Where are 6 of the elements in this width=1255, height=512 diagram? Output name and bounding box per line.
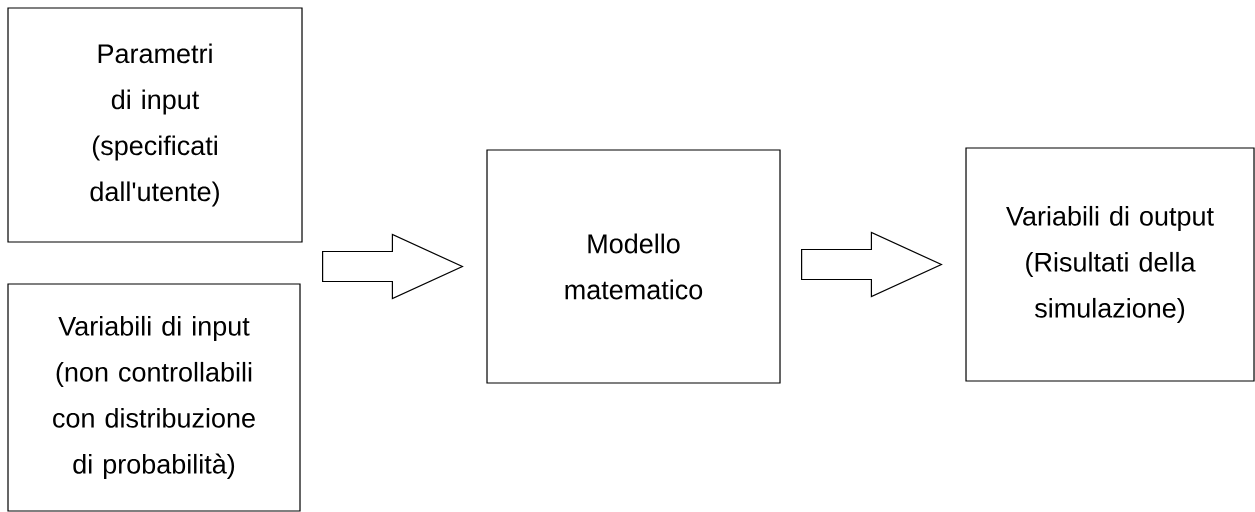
text-box: Variabili di output (Risultati della simulazione) xyxy=(965,147,1255,382)
block-arrow xyxy=(322,233,464,300)
text-box: Variabili di input (non controllabili con distribuzione di probabilità) xyxy=(7,283,301,512)
text-box: Parametri di input (specificati dall'utente) xyxy=(7,7,303,243)
block-arrow xyxy=(801,231,943,298)
text-box: Modello matematico xyxy=(486,149,781,384)
